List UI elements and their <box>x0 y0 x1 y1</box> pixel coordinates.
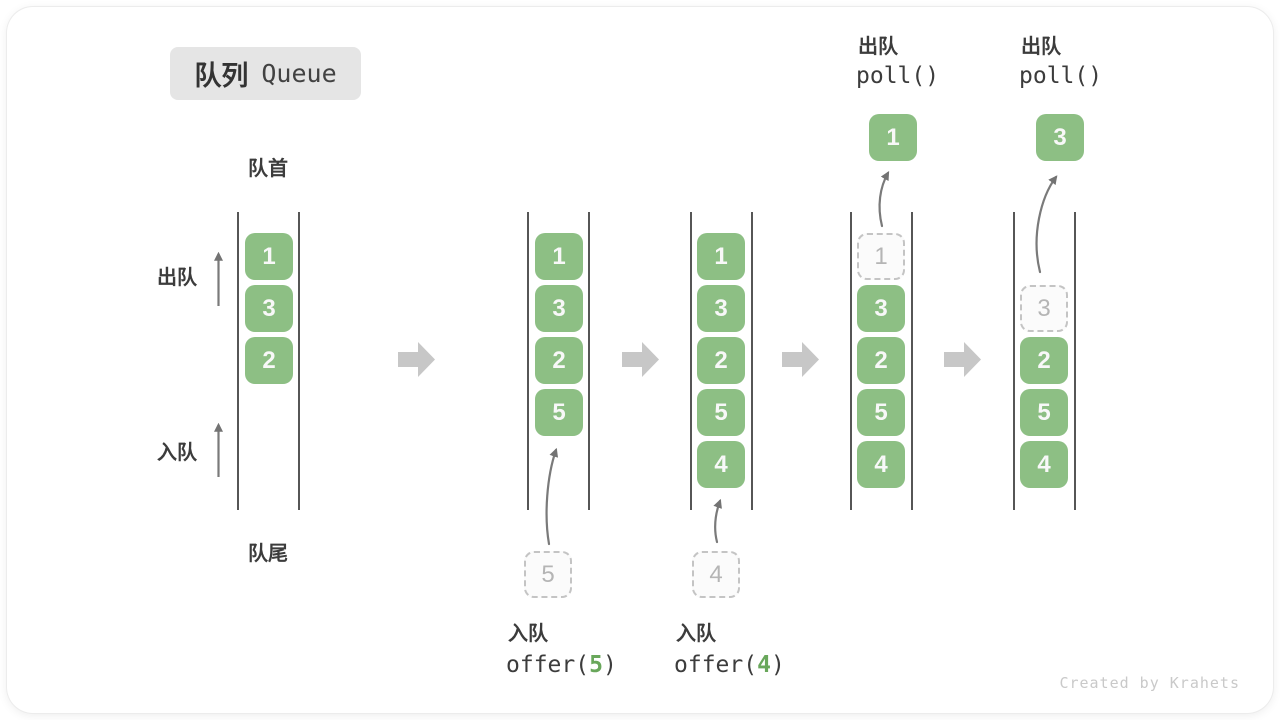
offer4-call-prefix: offer( <box>674 652 758 678</box>
offer-incoming-box: 5 <box>524 551 572 598</box>
title-en: Queue <box>261 59 337 88</box>
queue-cell: 3 <box>857 285 905 332</box>
queue-wall <box>527 212 529 510</box>
label-queue-front: 队首 <box>248 158 288 180</box>
queue-cell: 3 <box>697 285 745 332</box>
offer4-call-arg: 4 <box>757 652 771 678</box>
queue-cell: 2 <box>1020 337 1068 384</box>
queue-cell: 3 <box>535 285 583 332</box>
poll-result-box: 1 <box>869 114 917 161</box>
queue-cell: 3 <box>245 285 293 332</box>
poll1-action-label: 出队 <box>858 36 898 58</box>
poll1-call-label: poll() <box>856 63 940 89</box>
queue-cell: 5 <box>697 389 745 436</box>
label-dequeue-side: 出队 <box>157 267 197 289</box>
title-zh: 队列 <box>194 61 249 91</box>
offer4-call-label: offer(4) <box>674 652 785 678</box>
queue-cell: 5 <box>1020 389 1068 436</box>
queue-wall <box>1074 212 1076 510</box>
offer5-action-label: 入队 <box>508 623 548 645</box>
label-enqueue-side: 入队 <box>157 442 197 464</box>
queue-cell-ghost: 3 <box>1020 285 1068 332</box>
queue-wall <box>237 212 239 510</box>
queue-wall <box>850 212 852 510</box>
offer5-call-label: offer(5) <box>506 652 617 678</box>
queue-wall <box>588 212 590 510</box>
queue-cell: 4 <box>697 441 745 488</box>
diagram-card <box>7 7 1273 713</box>
queue-cell: 2 <box>535 337 583 384</box>
queue-cell: 5 <box>857 389 905 436</box>
queue-wall <box>911 212 913 510</box>
queue-cell: 1 <box>535 233 583 280</box>
queue-cell: 2 <box>857 337 905 384</box>
queue-cell: 1 <box>697 233 745 280</box>
offer-incoming-box: 4 <box>692 551 740 598</box>
offer5-call-arg: 5 <box>589 652 603 678</box>
queue-cell: 1 <box>245 233 293 280</box>
offer4-action-label: 入队 <box>676 623 716 645</box>
offer5-call-suffix: ) <box>602 652 617 678</box>
poll2-call-label: poll() <box>1019 63 1103 89</box>
queue-cell: 2 <box>697 337 745 384</box>
queue-cell: 4 <box>1020 441 1068 488</box>
queue-cell-ghost: 1 <box>857 233 905 280</box>
queue-wall <box>751 212 753 510</box>
queue-cell: 2 <box>245 337 293 384</box>
poll2-action-label: 出队 <box>1021 36 1061 58</box>
watermark: Created by Krahets <box>1059 674 1240 692</box>
offer4-call-suffix: ) <box>770 652 785 678</box>
queue-cell: 4 <box>857 441 905 488</box>
queue-wall <box>690 212 692 510</box>
label-queue-rear: 队尾 <box>248 543 288 565</box>
queue-wall <box>298 212 300 510</box>
poll-result-box: 3 <box>1036 114 1084 161</box>
queue-cell: 5 <box>535 389 583 436</box>
queue-wall <box>1013 212 1015 510</box>
title-box: 队列 Queue <box>170 47 361 100</box>
offer5-call-prefix: offer( <box>506 652 590 678</box>
